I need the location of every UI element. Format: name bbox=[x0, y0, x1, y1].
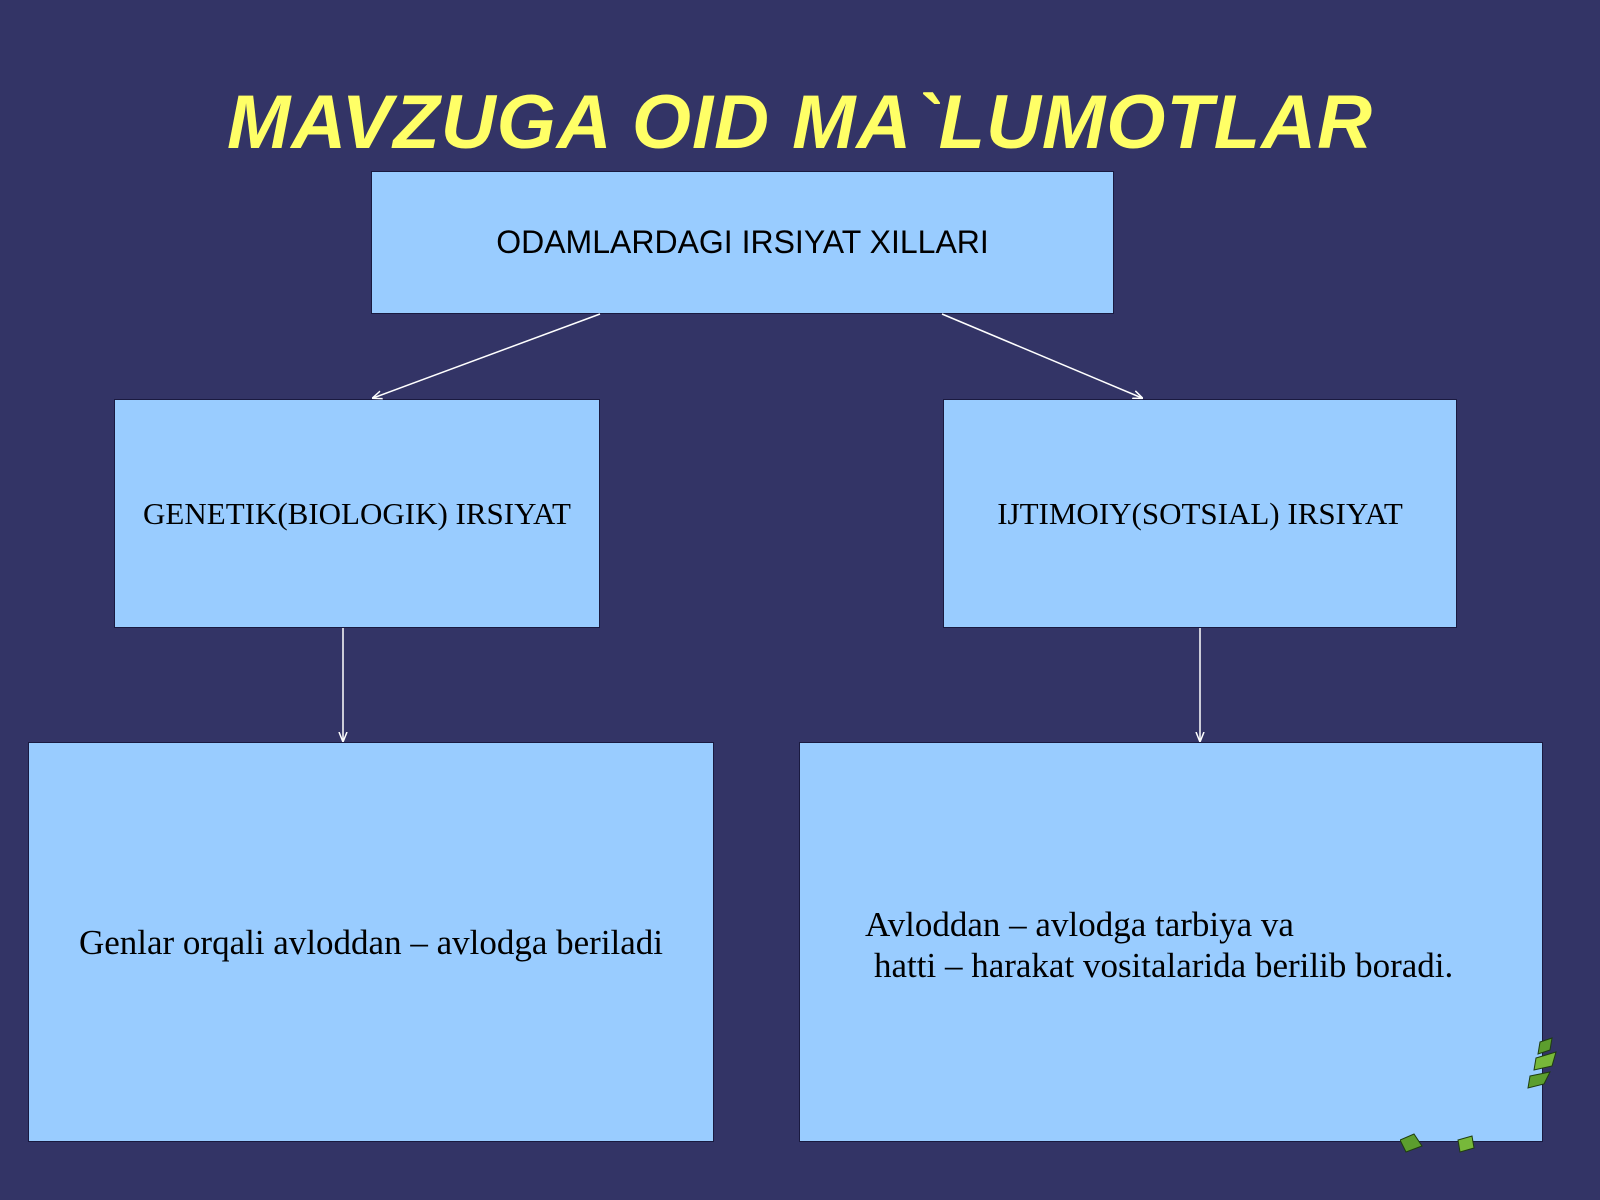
social-description-node: Avloddan – avlodga tarbiya va hatti – ha… bbox=[799, 742, 1543, 1142]
slide-title: MAVZUGA OID MA`LUMOTLAR bbox=[227, 80, 1373, 165]
plant-clipart-icon bbox=[1400, 1037, 1557, 1153]
social-description-line-2: hatti – harakat vositalarida berilib bor… bbox=[874, 946, 1454, 985]
social-description-line-1: Avloddan – avlodga tarbiya va bbox=[865, 905, 1294, 944]
genetic-heredity-label: GENETIK(BIOLOGIK) IRSIYAT bbox=[143, 495, 571, 531]
social-heredity-node: IJTIMOIY(SOTSIAL) IRSIYAT bbox=[943, 399, 1457, 628]
social-description-text: Avloddan – avlodga tarbiya va hatti – ha… bbox=[865, 904, 1525, 986]
genetic-description-text: Genlar orqali avloddan – avlodga berilad… bbox=[78, 922, 664, 962]
genetic-heredity-node: GENETIK(BIOLOGIK) IRSIYAT bbox=[114, 399, 600, 628]
arrow-root-to-genetic bbox=[373, 313, 601, 398]
genetic-description-node: Genlar orqali avloddan – avlodga berilad… bbox=[28, 742, 714, 1142]
social-heredity-label: IJTIMOIY(SOTSIAL) IRSIYAT bbox=[997, 495, 1403, 531]
root-node-label: ODAMLARDAGI IRSIYAT XILLARI bbox=[496, 224, 989, 260]
root-node: ODAMLARDAGI IRSIYAT XILLARI bbox=[371, 171, 1114, 314]
arrow-root-to-social bbox=[941, 313, 1142, 398]
